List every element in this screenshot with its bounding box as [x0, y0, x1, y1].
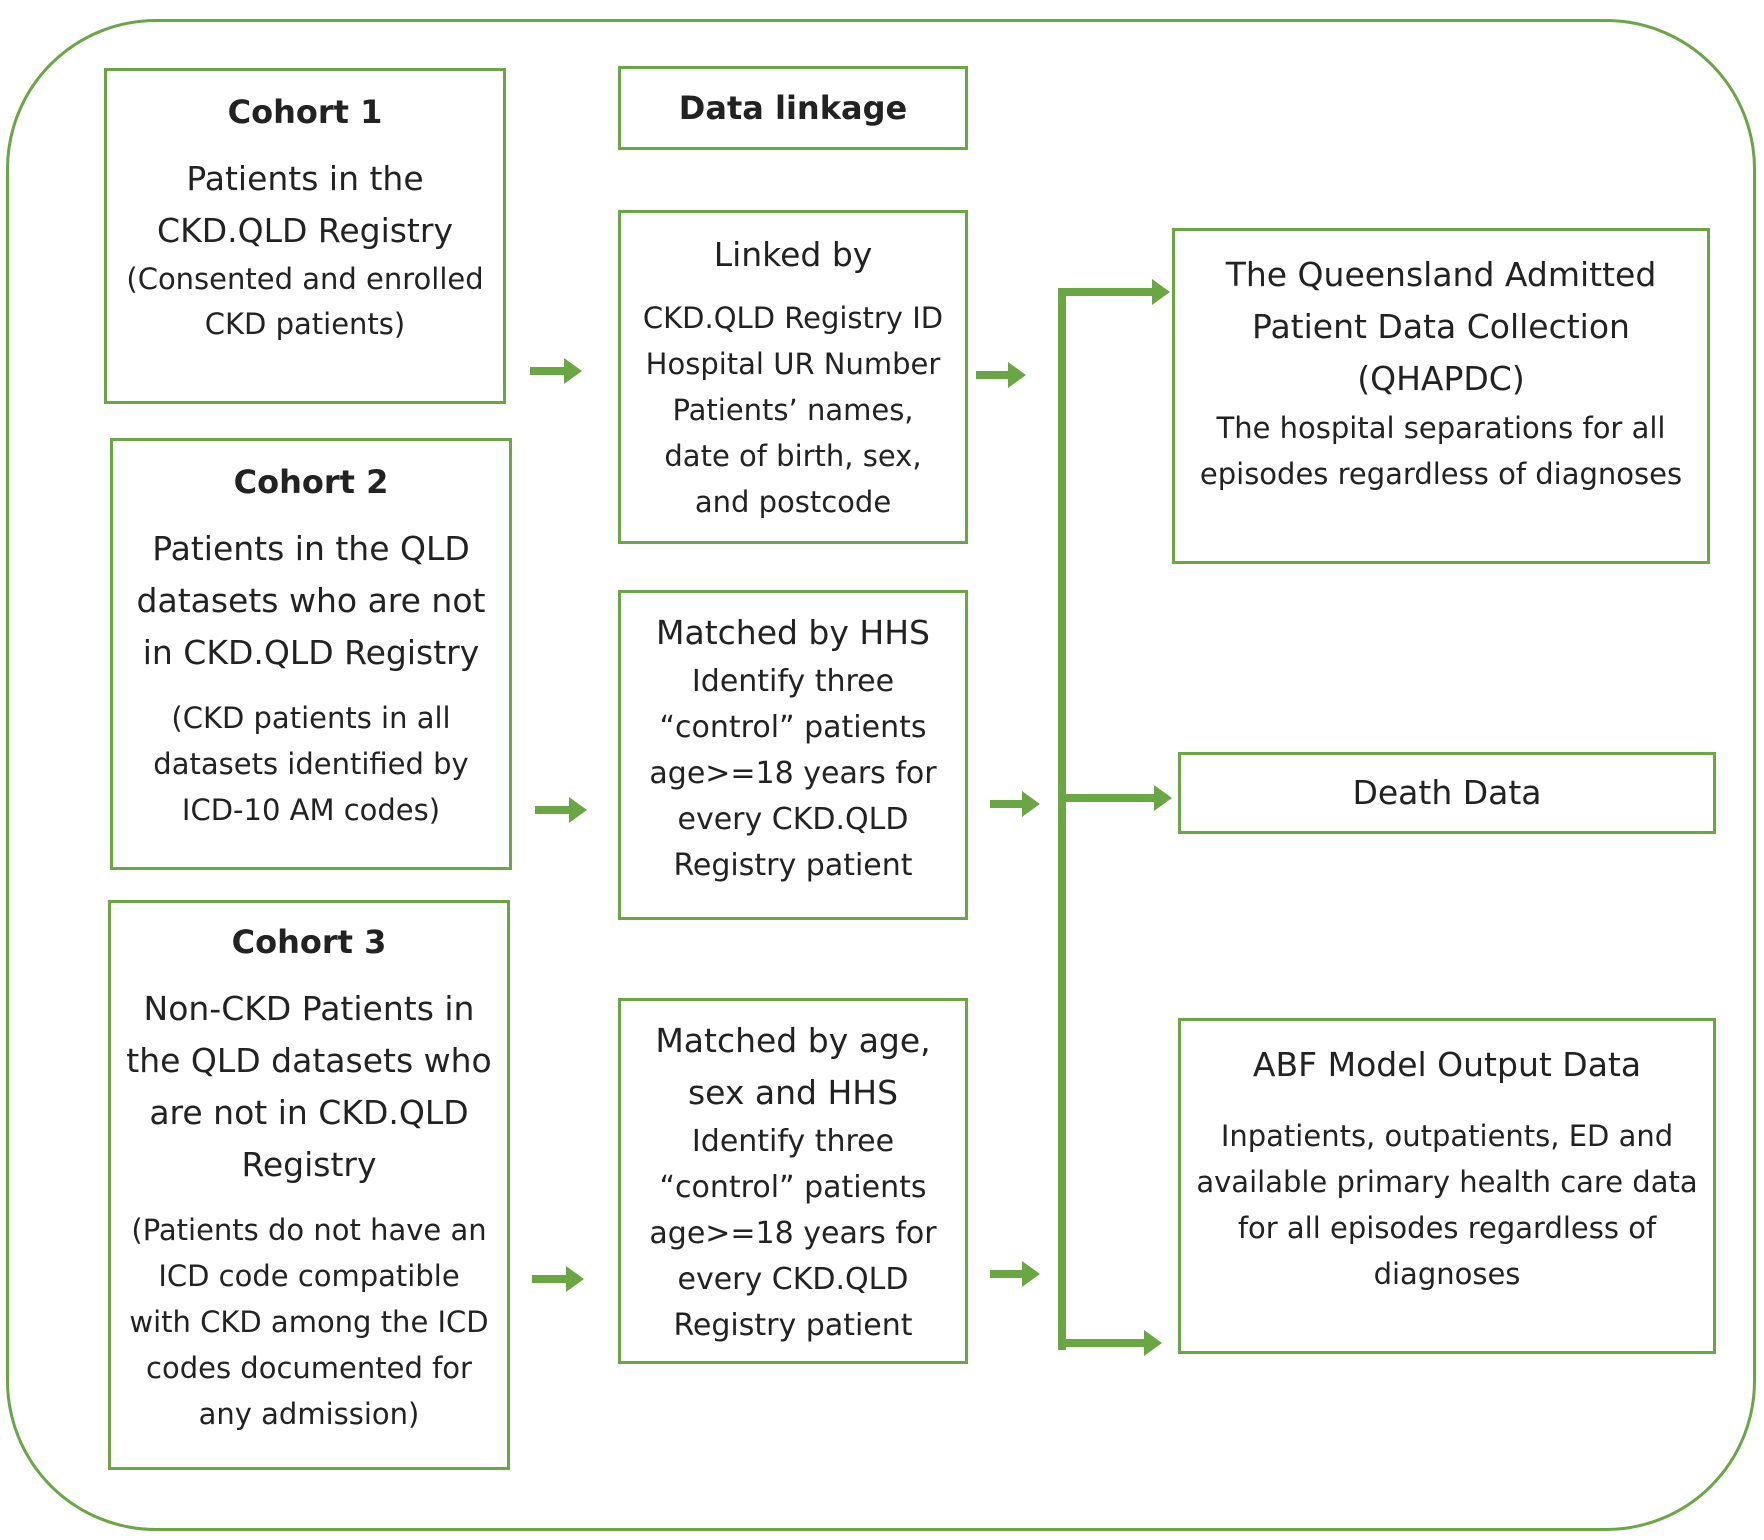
outer-frame	[6, 19, 1756, 1531]
qhapdc-title: The Queensland Admitted Patient Data Col…	[1225, 255, 1657, 398]
data-linkage-title: Data linkage	[678, 89, 908, 127]
cohort-2-body: Patients in the QLD datasets who are not…	[136, 529, 486, 672]
cohort-3-title: Cohort 3	[231, 923, 387, 961]
cohort-1-note: (Consented and enrolled CKD patients)	[126, 262, 484, 341]
qhapdc-body: The hospital separations for all episode…	[1199, 411, 1683, 491]
matched-by-hhs-title: Matched by HHS	[656, 613, 930, 652]
cohort-2-note: (CKD patients in all datasets identified…	[153, 701, 469, 827]
cohort-1-box: Cohort 1 Patients in the CKD.QLD Registr…	[104, 68, 506, 404]
cohort-2-title: Cohort 2	[233, 463, 389, 501]
matched-by-hhs-box: Matched by HHS Identify three “control” …	[618, 590, 968, 920]
linked-by-fields: CKD.QLD Registry ID Hospital UR Number P…	[642, 301, 944, 519]
cohort-3-note: (Patients do not have an ICD code compat…	[129, 1213, 489, 1431]
death-data-label: Death Data	[1352, 773, 1542, 812]
linked-by-box: Linked by CKD.QLD Registry ID Hospital U…	[618, 210, 968, 544]
abf-model-body: Inpatients, outpatients, ED and availabl…	[1196, 1119, 1698, 1291]
cohort-2-box: Cohort 2 Patients in the QLD datasets wh…	[110, 438, 512, 870]
cohort-3-body: Non-CKD Patients in the QLD datasets who…	[126, 989, 492, 1184]
linked-by-title: Linked by	[713, 235, 873, 274]
death-data-box: Death Data	[1178, 752, 1716, 834]
qhapdc-box: The Queensland Admitted Patient Data Col…	[1172, 228, 1710, 564]
abf-model-title: ABF Model Output Data	[1252, 1045, 1642, 1084]
matched-by-age-sex-hhs-title: Matched by age, sex and HHS	[655, 1021, 931, 1112]
matched-by-age-sex-hhs-box: Matched by age, sex and HHS Identify thr…	[618, 998, 968, 1364]
cohort-3-box: Cohort 3 Non-CKD Patients in the QLD dat…	[108, 900, 510, 1470]
abf-model-box: ABF Model Output Data Inpatients, outpat…	[1178, 1018, 1716, 1354]
cohort-1-body: Patients in the CKD.QLD Registry	[157, 159, 453, 250]
matched-by-hhs-body: Identify three “control” patients age>=1…	[649, 664, 937, 883]
data-linkage-header: Data linkage	[618, 66, 968, 150]
matched-by-age-sex-hhs-body: Identify three “control” patients age>=1…	[649, 1124, 937, 1343]
cohort-1-title: Cohort 1	[227, 93, 383, 131]
